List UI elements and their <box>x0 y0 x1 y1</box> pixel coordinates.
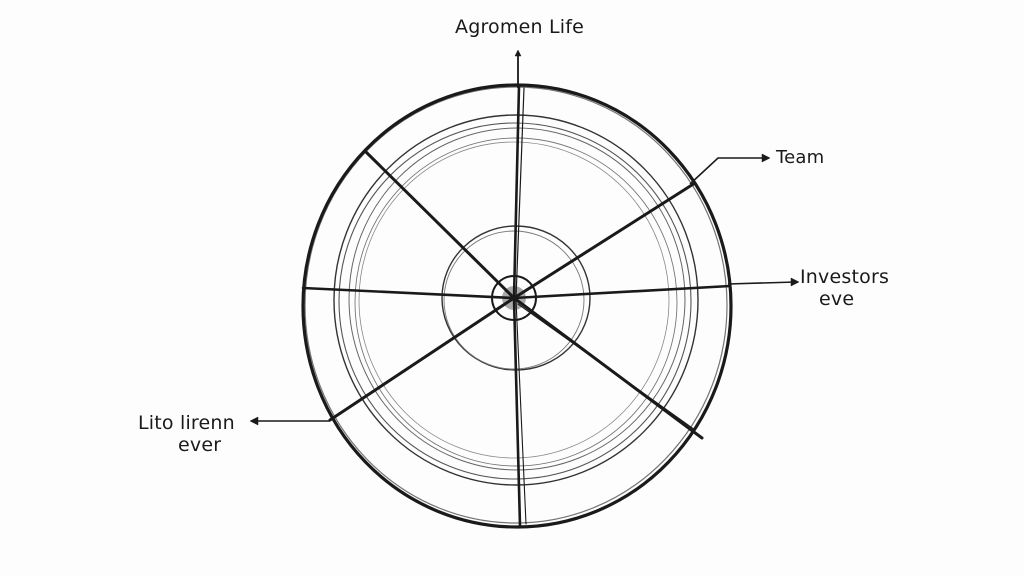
pointer-left <box>249 416 330 426</box>
inner-ring-5 <box>358 141 670 459</box>
pointer-investors <box>727 277 800 287</box>
spoke-bottom-sketch <box>515 299 527 525</box>
label-investors-line2: eve <box>819 288 855 310</box>
outer-rim <box>301 83 733 529</box>
spoke-top-sketch <box>515 87 525 299</box>
spoke-lower-right-sketch <box>517 303 696 431</box>
spoke-lower-left <box>328 296 516 422</box>
inner-ring-1 <box>333 114 699 486</box>
pointer-top <box>514 49 522 88</box>
spoke-right <box>512 284 732 300</box>
spoke-top <box>512 84 521 300</box>
spokes <box>301 84 732 528</box>
label-left-line2: ever <box>178 434 222 456</box>
spoke-bottom <box>512 296 522 528</box>
label-team: Team <box>776 147 825 168</box>
spoke-upper-left <box>364 150 516 300</box>
hub-outer-sketch <box>443 230 585 370</box>
pointer-team <box>689 153 771 185</box>
label-left: Lito lirenn ever <box>138 412 235 456</box>
spoke-left <box>301 286 516 300</box>
outer-rim-sketch <box>304 86 728 524</box>
spoke-upper-right <box>512 181 697 300</box>
diagram-title: Agromen Life <box>455 16 584 38</box>
label-left-line1: Lito lirenn <box>138 412 235 434</box>
inner-ring-4 <box>354 137 678 467</box>
inner-ring-2 <box>338 122 692 480</box>
label-investors-line1: Investors <box>800 266 890 288</box>
label-investors: Investors eve <box>800 266 889 310</box>
